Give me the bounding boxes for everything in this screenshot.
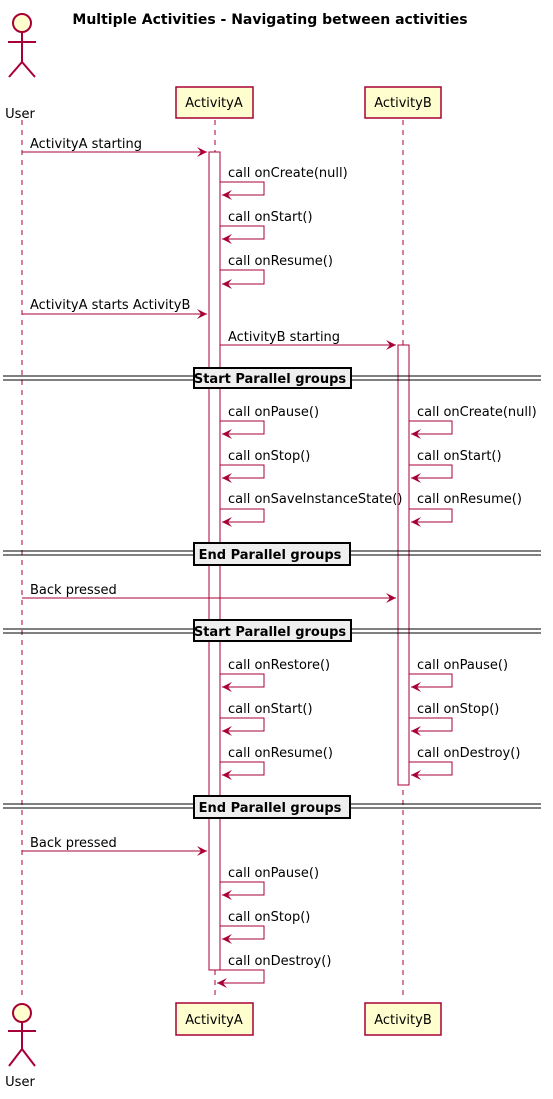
actor-figure-icon	[8, 1003, 36, 1067]
svg-text:End Parallel groups: End Parallel groups	[199, 548, 342, 563]
self-message-onpause-b: call onPause()	[409, 658, 508, 692]
message-activitya-starting: ActivityA starting	[22, 137, 207, 157]
self-message-onrestore-a: call onRestore()	[220, 658, 330, 692]
svg-text:call onResume(): call onResume()	[228, 746, 333, 761]
svg-text:Start Parallel groups: Start Parallel groups	[194, 625, 347, 640]
svg-text:call onStop(): call onStop()	[228, 449, 310, 464]
participant-label: ActivityA	[185, 96, 243, 111]
self-message-onstart-a-2: call onStart()	[220, 702, 313, 736]
self-message-onstart-b: call onStart()	[409, 449, 502, 483]
actor-user-bottom: User	[5, 1003, 36, 1090]
self-message-onstop-b: call onStop()	[409, 702, 499, 736]
svg-text:call onCreate(null): call onCreate(null)	[228, 166, 348, 181]
self-message-onresume-a-2: call onResume()	[220, 746, 333, 780]
svg-text:call onDestroy(): call onDestroy()	[417, 746, 520, 761]
svg-text:call onStart(): call onStart()	[417, 449, 502, 464]
activation-activityb	[397, 344, 410, 786]
divider-start-parallel-1: Start Parallel groups	[3, 367, 541, 389]
message-back-pressed-1: Back pressed	[22, 583, 396, 603]
participant-label: ActivityA	[185, 1013, 243, 1028]
participant-label: ActivityB	[374, 96, 432, 111]
svg-text:Start Parallel groups: Start Parallel groups	[194, 372, 347, 387]
message-back-pressed-2: Back pressed	[22, 836, 207, 856]
svg-text:call onPause(): call onPause()	[417, 658, 508, 673]
self-message-onresume-b: call onResume()	[409, 492, 522, 527]
message-activityb-starting: ActivityB starting	[220, 330, 396, 350]
actor-label: User	[5, 1075, 35, 1090]
self-message-onpause-a: call onPause()	[220, 405, 319, 439]
participant-activitya-top: ActivityA	[175, 86, 254, 119]
actor-figure-icon	[8, 13, 36, 78]
svg-text:call onDestroy(): call onDestroy()	[228, 954, 331, 969]
svg-text:call onStop(): call onStop()	[228, 910, 310, 925]
self-message-onstart-a: call onStart()	[220, 210, 313, 244]
actor-user-top: User	[5, 13, 36, 122]
svg-text:call onResume(): call onResume()	[417, 492, 522, 507]
svg-text:ActivityB starting: ActivityB starting	[228, 330, 340, 345]
svg-text:Back pressed: Back pressed	[30, 583, 117, 598]
message-activitya-starts-activityb: ActivityA starts ActivityB	[22, 298, 207, 319]
svg-text:call onStop(): call onStop()	[417, 702, 499, 717]
svg-text:call onStart(): call onStart()	[228, 702, 313, 717]
divider-end-parallel-2: End Parallel groups	[3, 795, 541, 819]
svg-text:call onPause(): call onPause()	[228, 866, 319, 881]
svg-text:call onSaveInstanceState(): call onSaveInstanceState()	[228, 492, 402, 507]
self-message-ondestroy-b: call onDestroy()	[409, 746, 520, 780]
self-message-onresume-a: call onResume()	[220, 254, 333, 289]
svg-text:call onCreate(null): call onCreate(null)	[417, 405, 537, 420]
svg-text:call onPause(): call onPause()	[228, 405, 319, 420]
self-message-onstop-a: call onStop()	[220, 449, 310, 483]
self-message-onstop-a-2: call onStop()	[220, 910, 310, 944]
participant-activitya-bottom: ActivityA	[175, 1002, 254, 1036]
svg-text:Back pressed: Back pressed	[30, 836, 117, 851]
svg-text:call onResume(): call onResume()	[228, 254, 333, 269]
self-message-oncreate-a: call onCreate(null)	[220, 166, 348, 200]
self-message-ondestroy-a: call onDestroy()	[217, 954, 331, 988]
participant-label: ActivityB	[374, 1013, 432, 1028]
actor-label: User	[5, 107, 35, 122]
participant-activityb-top: ActivityB	[364, 86, 442, 119]
divider-start-parallel-2: Start Parallel groups	[3, 619, 541, 642]
svg-text:call onStart(): call onStart()	[228, 210, 313, 225]
participant-activityb-bottom: ActivityB	[364, 1002, 442, 1036]
svg-text:ActivityA starting: ActivityA starting	[30, 137, 142, 152]
svg-text:call onRestore(): call onRestore()	[228, 658, 330, 673]
self-message-onsaveinstancestate-a: call onSaveInstanceState()	[220, 492, 402, 527]
self-message-oncreate-b: call onCreate(null)	[409, 405, 537, 439]
self-message-onpause-a-2: call onPause()	[220, 866, 319, 900]
svg-text:ActivityA starts ActivityB: ActivityA starts ActivityB	[30, 298, 190, 313]
svg-text:End Parallel groups: End Parallel groups	[199, 801, 342, 816]
diagram-title: Multiple Activities - Navigating between…	[72, 12, 467, 28]
divider-end-parallel-1: End Parallel groups	[3, 542, 541, 566]
